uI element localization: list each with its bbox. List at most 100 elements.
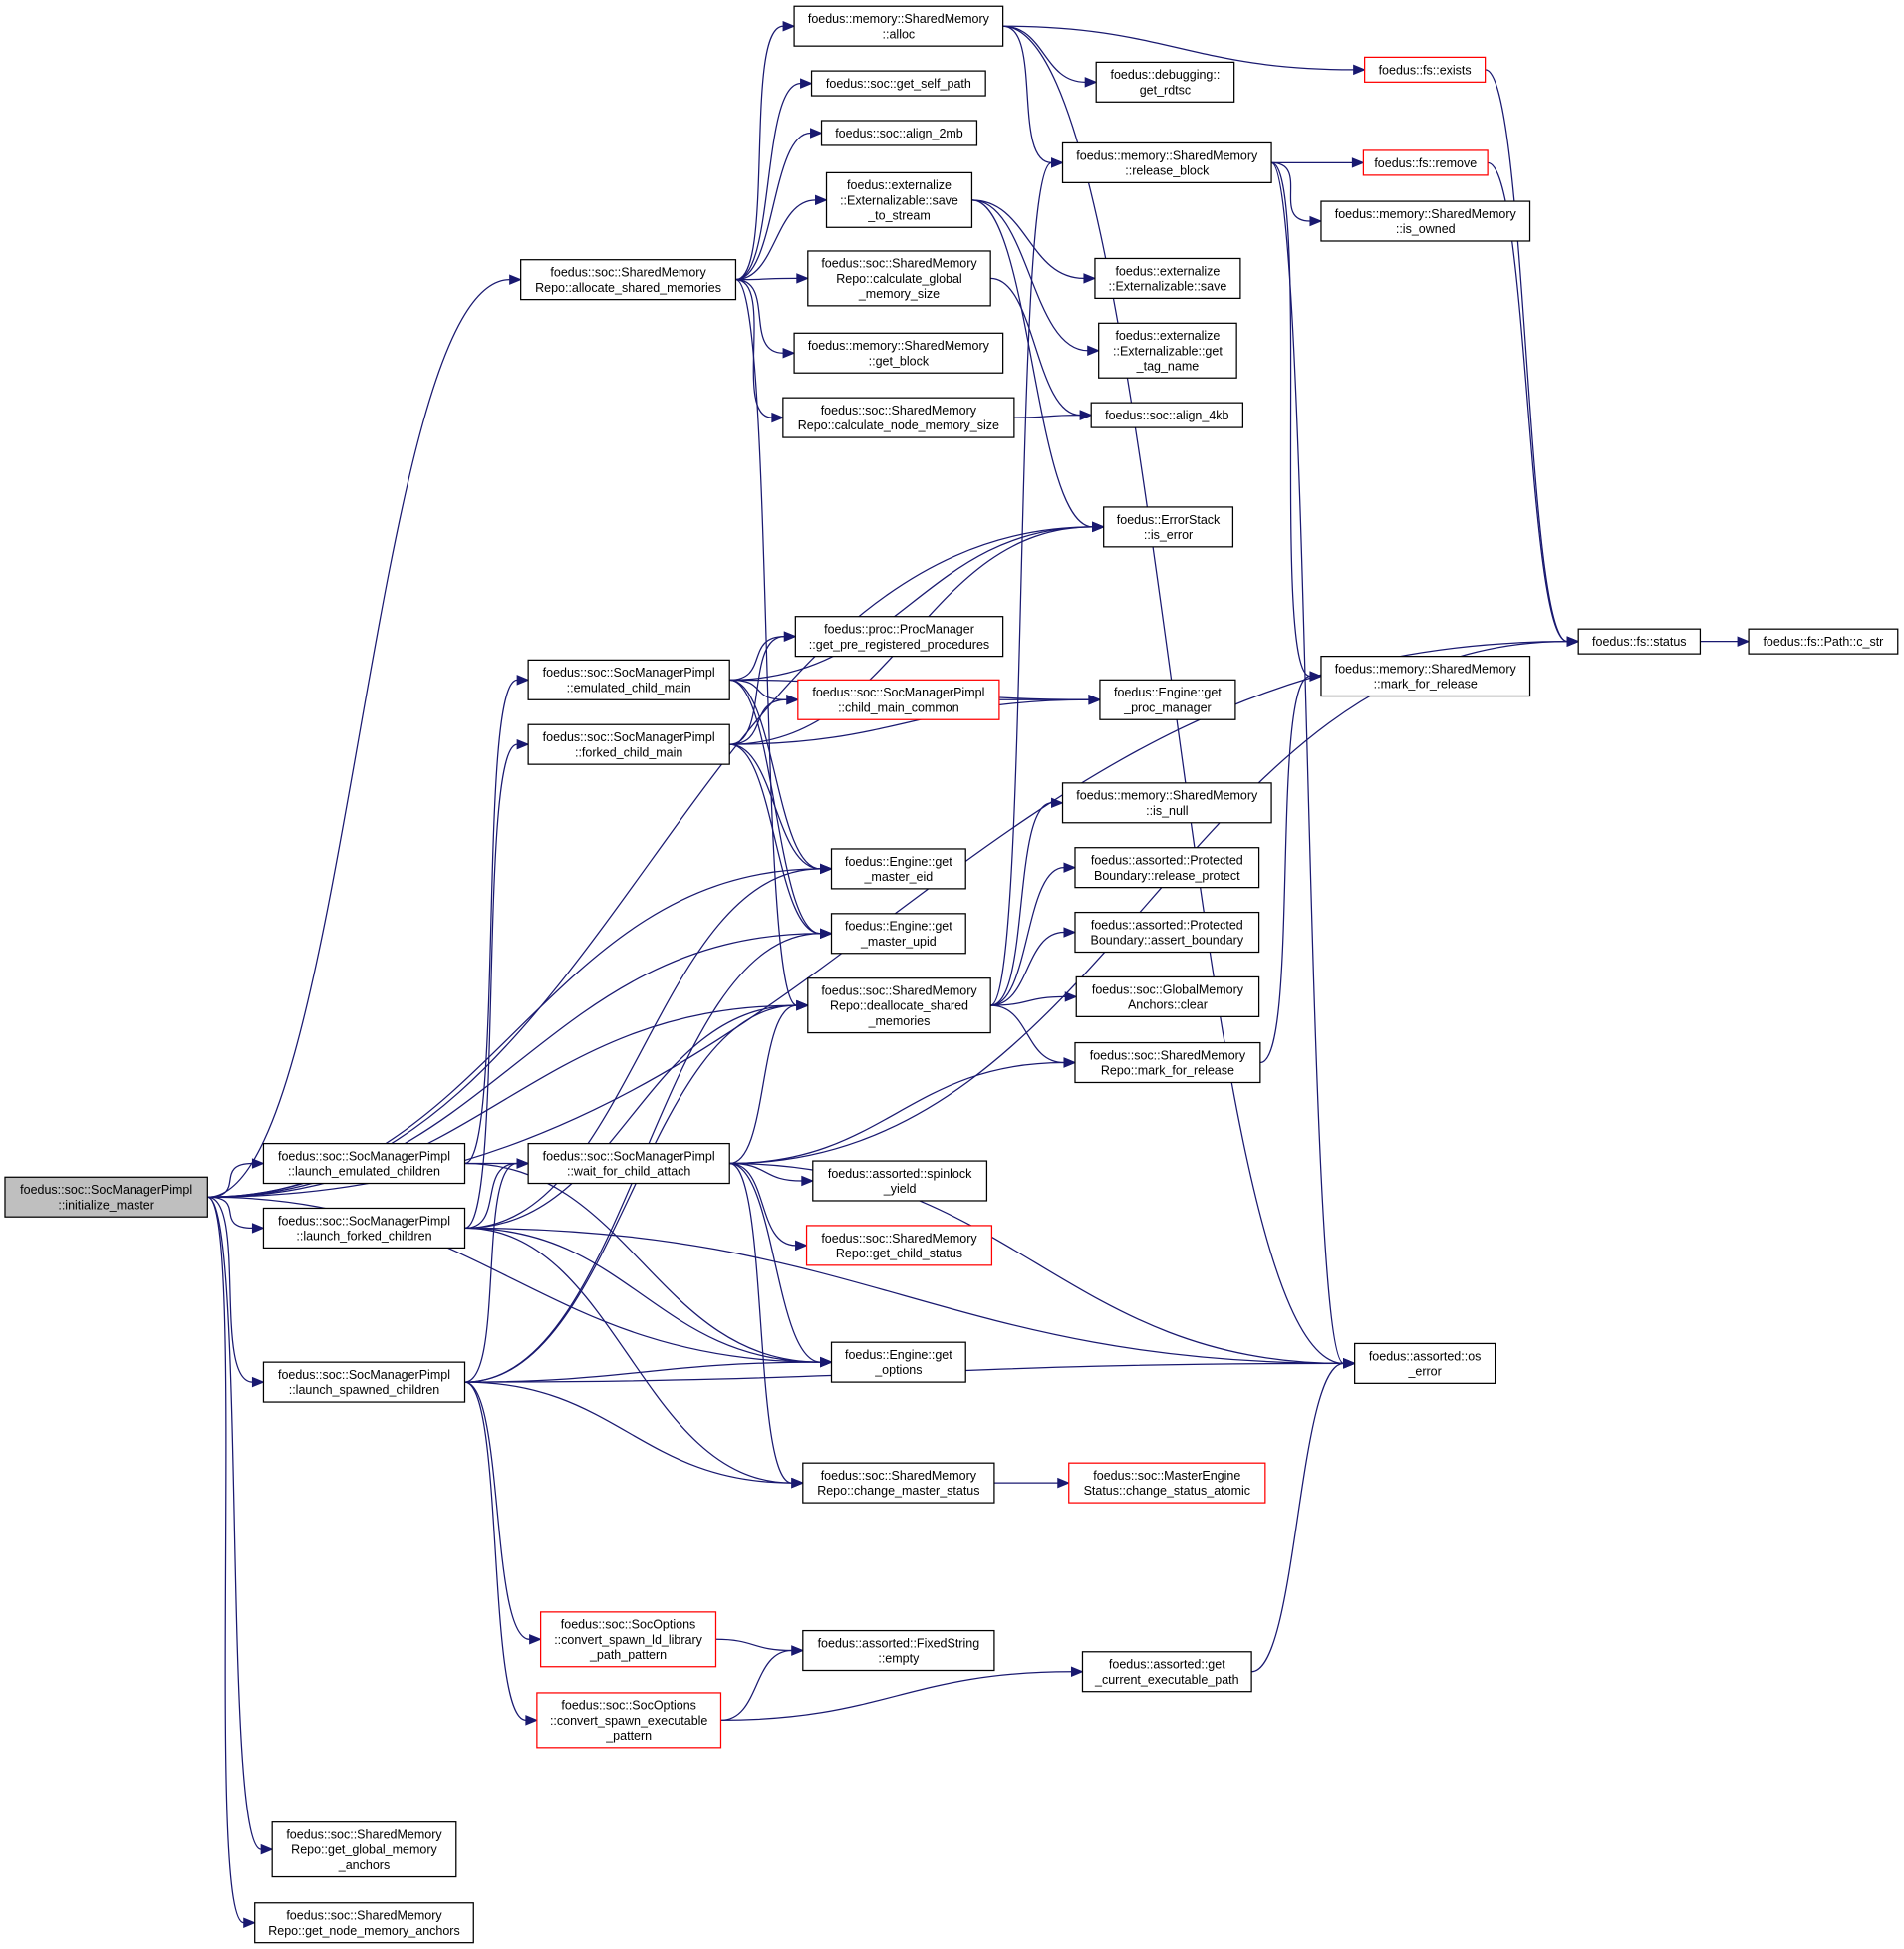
- node-label-line: foedus::soc::SharedMemory: [821, 1469, 977, 1483]
- node-box: [1074, 847, 1260, 889]
- edge-launch-spawned-children-to-wait-for-child-attach: [464, 1158, 530, 1383]
- edge-line: [464, 1004, 797, 1230]
- node-get-self-path[interactable]: foedus::soc::get_self_path: [810, 70, 986, 97]
- node-get-block[interactable]: foedus::memory::SharedMemory::get_block: [793, 332, 1004, 374]
- edge-arrowhead: [791, 1477, 805, 1489]
- node-save-to-stream[interactable]: foedus::externalize::Externalizable::sav…: [825, 171, 973, 228]
- node-calculate-node-memory-size[interactable]: foedus::soc::SharedMemoryRepo::calculate…: [782, 397, 1015, 438]
- edge-change-master-status-to-change-status-atomic: [993, 1477, 1071, 1489]
- node-calculate-global-memory-size[interactable]: foedus::soc::SharedMemoryRepo::calculate…: [807, 250, 991, 307]
- node-release-protect[interactable]: foedus::assorted::ProtectedBoundary::rel…: [1074, 847, 1260, 889]
- node-is-owned[interactable]: foedus::memory::SharedMemory::is_owned: [1320, 200, 1531, 242]
- node-change-master-status[interactable]: foedus::soc::SharedMemoryRepo::change_ma…: [802, 1462, 995, 1504]
- edge-line: [464, 743, 518, 1230]
- node-label-line: _pattern: [605, 1729, 652, 1743]
- node-box: [807, 250, 991, 307]
- node-label-line: get_rdtsc: [1140, 83, 1191, 97]
- node-align-4kb[interactable]: foedus::soc::align_4kb: [1090, 402, 1244, 428]
- node-get-node-memory-anchors[interactable]: foedus::soc::SharedMemoryRepo::get_node_…: [254, 1902, 474, 1944]
- node-get-proc-manager[interactable]: foedus::Engine::get_proc_manager: [1099, 679, 1236, 720]
- node-externalizable-save[interactable]: foedus::externalize::Externalizable::sav…: [1094, 257, 1241, 299]
- node-initialize-master[interactable]: foedus::soc::SocManagerPimpl::initialize…: [4, 1176, 208, 1218]
- edge-arrowhead: [1092, 521, 1106, 533]
- edge-arrowhead: [1353, 64, 1366, 76]
- edge-line: [1002, 25, 1052, 164]
- node-assert-boundary[interactable]: foedus::assorted::ProtectedBoundary::ass…: [1074, 911, 1260, 954]
- node-get-rdtsc[interactable]: foedus::debugging::get_rdtsc: [1095, 61, 1235, 103]
- node-spinlock-yield[interactable]: foedus::assorted::spinlock_yield: [812, 1160, 988, 1202]
- node-label-line: Repo::get_child_status: [836, 1247, 962, 1260]
- node-label-line: foedus::soc::SocManagerPimpl: [543, 1149, 715, 1163]
- edge-alloc-to-fs-exists: [1002, 25, 1366, 76]
- node-launch-forked-children[interactable]: foedus::soc::SocManagerPimpl::launch_for…: [262, 1207, 466, 1250]
- node-label-line: _memory_size: [858, 287, 940, 301]
- edge-line: [735, 277, 797, 281]
- node-label-line: foedus::soc::SharedMemory: [821, 257, 977, 271]
- node-label-line: Repo::deallocate_shared: [830, 999, 968, 1013]
- node-align-2mb[interactable]: foedus::soc::align_2mb: [820, 120, 978, 146]
- node-box: [262, 1361, 466, 1403]
- node-label-line: foedus::soc::SocManagerPimpl: [543, 666, 715, 680]
- node-fs-remove[interactable]: foedus::fs::remove: [1362, 149, 1489, 176]
- edge-forked-child-main-to-child-main-common: [729, 695, 800, 745]
- node-wait-for-child-attach[interactable]: foedus::soc::SocManagerPimpl::wait_for_c…: [527, 1142, 730, 1185]
- node-convert-spawn-executable-pattern[interactable]: foedus::soc::SocOptions::convert_spawn_e…: [536, 1692, 722, 1749]
- edge-launch-emulated-children-to-get-options: [464, 1162, 833, 1368]
- node-fs-exists[interactable]: foedus::fs::exists: [1364, 56, 1487, 83]
- node-launch-spawned-children[interactable]: foedus::soc::SocManagerPimpl::launch_spa…: [262, 1361, 466, 1403]
- node-fixedstring-empty[interactable]: foedus::assorted::FixedString::empty: [802, 1629, 995, 1672]
- node-emulated-child-main[interactable]: foedus::soc::SocManagerPimpl::emulated_c…: [527, 659, 730, 700]
- edge-arrowhead: [1079, 410, 1093, 420]
- node-get-master-upid[interactable]: foedus::Engine::get_master_upid: [830, 913, 966, 955]
- node-forked-child-main[interactable]: foedus::soc::SocManagerPimpl::forked_chi…: [527, 723, 730, 765]
- node-label-line: foedus::soc::SocManagerPimpl: [812, 686, 984, 699]
- node-label-line: foedus::fs::remove: [1374, 156, 1477, 170]
- node-mem-mark-for-release[interactable]: foedus::memory::SharedMemory::mark_for_r…: [1320, 655, 1531, 697]
- node-label-line: foedus::fs::exists: [1379, 63, 1472, 77]
- node-label-line: foedus::fs::status: [1592, 635, 1687, 649]
- node-path-c-str[interactable]: foedus::fs::Path::c_str: [1748, 628, 1899, 655]
- edge-line: [971, 199, 1093, 528]
- node-label-line: Boundary::assert_boundary: [1091, 934, 1244, 948]
- node-alloc[interactable]: foedus::memory::SharedMemory::alloc: [793, 5, 1004, 47]
- node-get-pre-registered-procedures[interactable]: foedus::proc::ProcManager::get_pre_regis…: [794, 616, 1004, 658]
- edge-launch-spawned-children-to-get-options: [464, 1356, 833, 1383]
- edge-line: [464, 1162, 518, 1383]
- node-os-error[interactable]: foedus::assorted::os_error: [1354, 1342, 1496, 1384]
- edge-wait-for-child-attach-to-get-child-status: [729, 1162, 808, 1252]
- edge-release-block-to-mem-mark-for-release: [1270, 161, 1323, 682]
- node-get-global-memory-anchors[interactable]: foedus::soc::SharedMemoryRepo::get_globa…: [271, 1821, 457, 1878]
- node-label-line: ::Externalizable::save: [840, 193, 958, 207]
- node-get-master-eid[interactable]: foedus::Engine::get_master_eid: [830, 848, 966, 890]
- node-release-block[interactable]: foedus::memory::SharedMemory::release_bl…: [1061, 141, 1272, 183]
- edge-arrowhead: [1084, 77, 1098, 88]
- node-launch-emulated-children[interactable]: foedus::soc::SocManagerPimpl::launch_emu…: [262, 1142, 466, 1185]
- edge-arrowhead: [791, 1645, 805, 1656]
- node-get-tag-name[interactable]: foedus::externalize::Externalizable::get…: [1098, 322, 1237, 379]
- node-child-main-common[interactable]: foedus::soc::SocManagerPimpl::child_main…: [797, 679, 1000, 720]
- node-get-current-executable-path[interactable]: foedus::assorted::get_current_executable…: [1081, 1651, 1252, 1693]
- node-box: [1320, 655, 1531, 697]
- node-label-line: foedus::assorted::Protected: [1091, 854, 1243, 868]
- edge-initialize-master-to-launch-forked-children: [207, 1196, 265, 1234]
- node-change-status-atomic[interactable]: foedus::soc::MasterEngineStatus::change_…: [1068, 1462, 1266, 1504]
- node-label-line: foedus::soc::SharedMemory: [821, 404, 977, 418]
- node-convert-spawn-ld-library-path-pattern[interactable]: foedus::soc::SocOptions::convert_spawn_l…: [539, 1611, 717, 1668]
- edge-line: [464, 679, 518, 1165]
- node-get-options[interactable]: foedus::Engine::get_options: [830, 1341, 966, 1383]
- node-box: [254, 1902, 474, 1944]
- edge-wait-for-child-attach-to-change-master-status: [729, 1162, 805, 1489]
- node-get-child-status[interactable]: foedus::soc::SharedMemoryRepo::get_child…: [805, 1225, 993, 1266]
- edge-line: [729, 743, 821, 935]
- edge-arrowhead: [509, 274, 522, 285]
- node-deallocate-shared-memories[interactable]: foedus::soc::SharedMemoryRepo::deallocat…: [807, 977, 991, 1034]
- node-box: [1090, 402, 1244, 428]
- node-box: [536, 1692, 722, 1749]
- node-is-null[interactable]: foedus::memory::SharedMemory::is_null: [1061, 782, 1272, 824]
- node-repo-mark-for-release[interactable]: foedus::soc::SharedMemoryRepo::mark_for_…: [1074, 1041, 1261, 1084]
- node-label-line: Repo::get_global_memory: [291, 1843, 437, 1857]
- node-fs-status[interactable]: foedus::fs::status: [1577, 628, 1702, 655]
- node-is-error[interactable]: foedus::ErrorStack::is_error: [1103, 506, 1234, 548]
- node-allocate-shared-memories[interactable]: foedus::soc::SharedMemoryRepo::allocate_…: [520, 259, 737, 301]
